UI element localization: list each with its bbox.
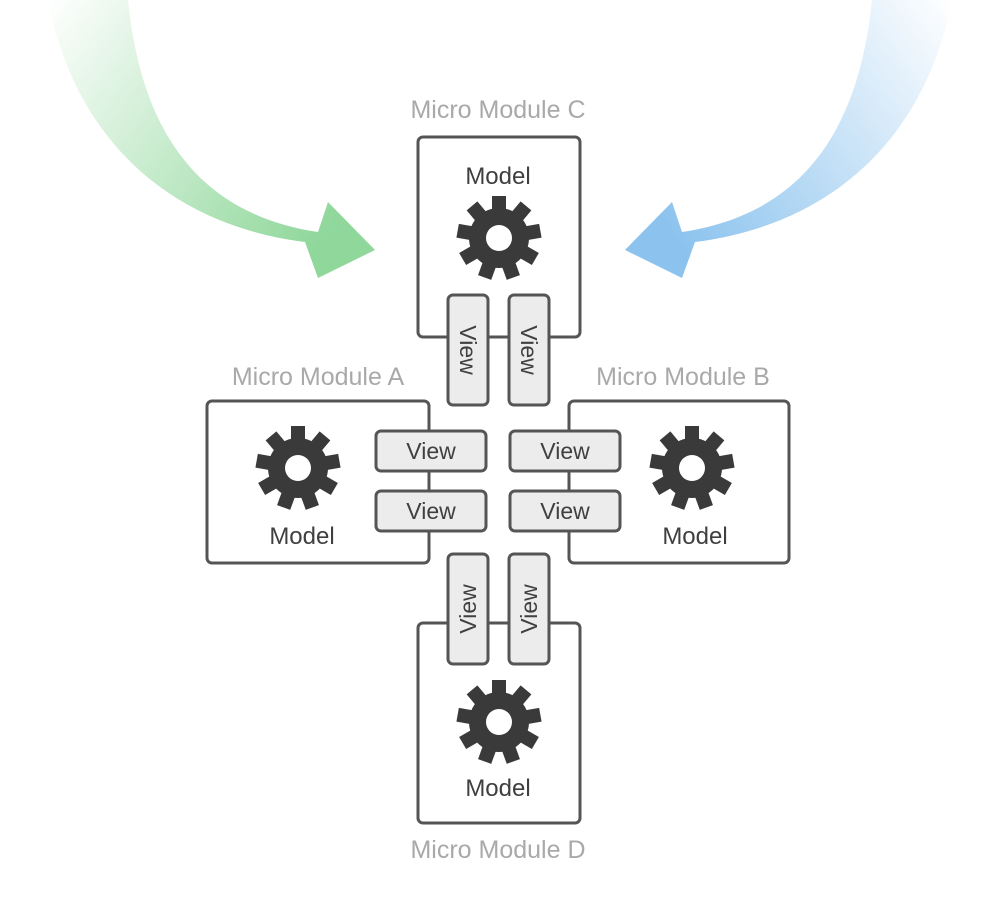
module-a-view-1: View xyxy=(374,429,488,473)
module-c: Micro Module C Model xyxy=(410,96,586,339)
module-a-view-2-label: View xyxy=(406,498,456,524)
module-c-view-2: View xyxy=(507,293,551,407)
module-b-view-1: View xyxy=(508,429,622,473)
module-d-title: Micro Module D xyxy=(410,836,585,864)
module-d-model-label: Model xyxy=(465,775,530,802)
module-d-view-1: View xyxy=(446,552,490,666)
module-d-view-2: View xyxy=(507,552,551,666)
module-c-model-label: Model xyxy=(465,163,530,190)
module-a: Micro Module A Model xyxy=(205,363,431,565)
module-b: Micro Module B Model xyxy=(567,363,791,565)
module-a-view-1-label: View xyxy=(406,438,456,464)
module-c-view-2-label: View xyxy=(516,325,542,375)
module-d: Model Micro Module D xyxy=(410,621,586,864)
module-a-model-label: Model xyxy=(269,523,334,550)
module-b-model-label: Model xyxy=(662,523,727,550)
module-d-view-1-label: View xyxy=(455,584,481,634)
module-a-view-2: View xyxy=(374,489,488,533)
module-b-view-2: View xyxy=(508,489,622,533)
module-a-title: Micro Module A xyxy=(232,363,405,391)
module-b-view-1-label: View xyxy=(540,438,590,464)
module-c-view-1-label: View xyxy=(455,325,481,375)
module-b-title: Micro Module B xyxy=(596,363,770,391)
curved-arrow-icon-blue xyxy=(625,0,952,278)
curved-arrow-icon-green xyxy=(48,0,375,278)
module-d-view-2-label: View xyxy=(516,584,542,634)
module-c-title: Micro Module C xyxy=(410,96,585,124)
module-c-view-1: View xyxy=(446,293,490,407)
module-b-view-2-label: View xyxy=(540,498,590,524)
